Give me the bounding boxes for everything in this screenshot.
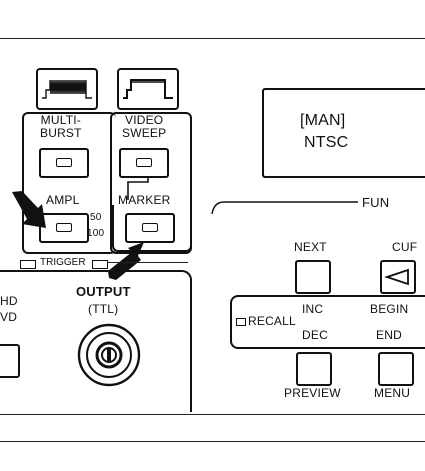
end-menu-button[interactable] <box>378 352 414 386</box>
video-sweep-group-frame <box>110 112 192 254</box>
inc-label: INC <box>302 302 324 316</box>
marker-group-frame <box>112 205 192 252</box>
ampl-led <box>56 223 72 232</box>
function-section-label: FUN <box>362 195 390 210</box>
video-sweep-waveform-icon <box>117 68 179 110</box>
bottom-rule-1 <box>0 414 425 415</box>
left-partial-label-2: VD <box>0 310 18 324</box>
trigger-label: TRIGGER <box>40 257 86 268</box>
recall-group-frame <box>230 295 425 349</box>
bottom-rule-2 <box>0 441 425 442</box>
dec-label: DEC <box>302 328 328 342</box>
cur-label: CUF <box>392 240 418 254</box>
ampl-value-50: 50 <box>90 212 102 223</box>
begin-label: BEGIN <box>370 302 409 316</box>
trigger-indicator-left <box>20 260 36 269</box>
end-label: END <box>376 328 402 342</box>
multiburst-led <box>56 158 72 167</box>
display-window <box>262 88 425 178</box>
recall-label: RECALL <box>248 314 296 328</box>
display-line-1: [MAN] <box>300 112 346 129</box>
multiburst-button[interactable] <box>39 148 89 178</box>
top-rule <box>0 38 425 39</box>
trigger-rule <box>108 262 188 263</box>
display-line-2: NTSC <box>304 134 349 151</box>
video-sweep-led <box>136 158 152 167</box>
ampl-value-100: 100 <box>87 228 105 239</box>
recall-indicator <box>236 318 246 326</box>
marker-connector-line <box>127 176 149 200</box>
triangle-left-icon <box>384 268 409 286</box>
marker-label: MARKER <box>118 193 171 207</box>
output-sub-label: (TTL) <box>88 302 119 316</box>
video-sweep-label: VIDEO SWEEP <box>122 113 167 140</box>
multiburst-waveform-icon <box>36 68 98 110</box>
output-label: OUTPUT <box>76 284 131 299</box>
next-button[interactable] <box>295 260 331 294</box>
ampl-button[interactable] <box>39 213 89 243</box>
output-section-frame <box>0 270 192 412</box>
menu-label: MENU <box>374 386 411 400</box>
left-partial-button[interactable] <box>0 344 20 378</box>
multiburst-label: MULTI- BURST <box>40 113 82 140</box>
ampl-pointer-arrow-icon <box>12 191 46 228</box>
cursor-left-button[interactable] <box>380 260 416 294</box>
marker-button[interactable] <box>125 213 175 243</box>
preview-label: PREVIEW <box>284 386 341 400</box>
ampl-label: AMPL <box>46 193 80 207</box>
left-partial-label-1: HD <box>0 294 18 308</box>
multiburst-group-frame <box>22 112 116 254</box>
function-panel-outline <box>211 201 358 215</box>
bnc-output-connector-icon[interactable] <box>74 320 144 390</box>
dec-preview-button[interactable] <box>296 352 332 386</box>
trigger-indicator-right <box>92 260 108 269</box>
video-sweep-button[interactable] <box>119 148 169 178</box>
next-label: NEXT <box>294 240 327 254</box>
marker-led <box>142 223 158 232</box>
